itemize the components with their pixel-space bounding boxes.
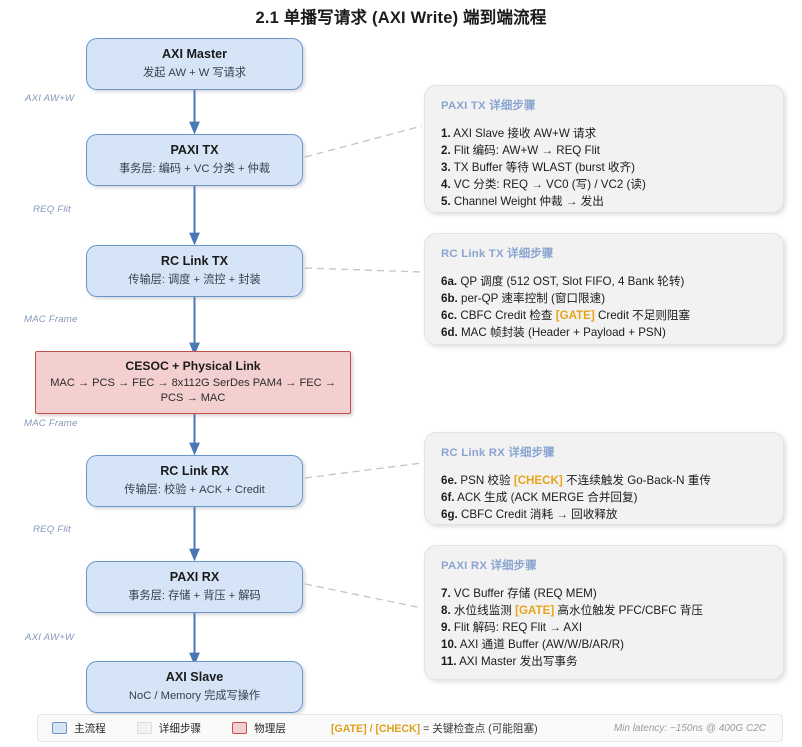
edge-label-mac-frame-1: MAC Frame bbox=[24, 314, 78, 325]
panel-step: 10. AXI 通道 Buffer (AW/W/B/AR/R) bbox=[441, 637, 624, 651]
edge-label-mac-frame-2: MAC Frame bbox=[24, 418, 78, 429]
panel-step: 6c. CBFC Credit 检查 [GATE] Credit 不足则阻塞 bbox=[441, 308, 691, 322]
leader-paxitx-detail bbox=[304, 125, 423, 158]
panel-step: 5. Channel Weight 仲裁 → 发出 bbox=[441, 194, 604, 208]
flow-node-axi-slave[interactable]: AXI Slave NoC / Memory 完成写操作 bbox=[86, 661, 303, 714]
panel-step: 3. TX Buffer 等待 WLAST (burst 收齐) bbox=[441, 160, 635, 174]
node-subtitle: 传输层: 校验 + ACK + Credit bbox=[124, 483, 265, 496]
panel-step: 6g. CBFC Credit 消耗 → 回收释放 bbox=[441, 507, 618, 521]
legend: 主流程 详细步骤 物理层 [GATE] / [CHECK] = 关键检查点 (可… bbox=[37, 714, 783, 742]
panel-title: PAXI TX 详细步骤 bbox=[441, 100, 536, 112]
panel-step: 1. AXI Slave 接收 AW+W 请求 bbox=[441, 127, 597, 140]
legend-label: 详细步骤 bbox=[158, 722, 202, 735]
edge-label-axi-aw-w-2: AXI AW+W bbox=[25, 632, 75, 643]
flow-node-rc-link-tx[interactable]: RC Link TX 传输层: 调度 + 流控 + 封装 bbox=[86, 245, 303, 298]
leader-rclinkrx-detail bbox=[304, 462, 423, 479]
node-subtitle: 发起 AW + W 写请求 bbox=[142, 66, 247, 79]
node-title: PAXI RX bbox=[169, 570, 220, 584]
gate-tag: [GATE] bbox=[555, 308, 595, 322]
detail-panel-rc-link-tx[interactable]: RC Link TX 详细步骤 6a. QP 调度 (512 OST, Slot… bbox=[424, 233, 784, 345]
node-subtitle: 传输层: 调度 + 流控 + 封装 bbox=[128, 273, 261, 286]
check-tag: [CHECK] bbox=[513, 474, 563, 487]
legend-note-tags: [GATE] / [CHECK] bbox=[330, 722, 421, 735]
node-title: CESOC + Physical Link bbox=[125, 359, 261, 373]
node-subtitle: 事务层: 存储 + 背压 + 解码 bbox=[128, 589, 261, 602]
panel-step: 7. VC Buffer 存储 (REQ MEM) bbox=[441, 587, 597, 600]
edge-label-axi-aw-w-1: AXI AW+W bbox=[25, 93, 75, 104]
detail-panel-paxi-rx[interactable]: PAXI RX 详细步骤 7. VC Buffer 存储 (REQ MEM) 8… bbox=[424, 545, 784, 680]
legend-note: [GATE] / [CHECK] = 关键检查点 (可能阻塞) bbox=[331, 721, 538, 736]
flow-node-paxi-tx[interactable]: PAXI TX 事务层: 编码 + VC 分类 + 仲裁 bbox=[86, 134, 303, 187]
page-title: 2.1 单播写请求 (AXI Write) 端到端流程 bbox=[255, 9, 547, 27]
legend-swatch-physical-icon bbox=[232, 722, 248, 734]
legend-note-text: = 关键检查点 (可能阻塞) bbox=[420, 722, 538, 735]
node-subtitle: MAC → PCS → FEC → 8x112G SerDes PAM4 → F… bbox=[50, 377, 336, 404]
panel-step: 4. VC 分类: REQ → VC0 (写) / VC2 (读) bbox=[441, 177, 646, 191]
panel-step: 9. Flit 解码: REQ Flit → AXI bbox=[441, 620, 583, 634]
edge-label-req-flit-1: REQ Flit bbox=[33, 204, 71, 215]
node-title: AXI Master bbox=[161, 47, 228, 61]
flow-node-axi-master[interactable]: AXI Master 发起 AW + W 写请求 bbox=[86, 38, 303, 91]
flow-node-paxi-rx[interactable]: PAXI RX 事务层: 存储 + 背压 + 解码 bbox=[86, 561, 303, 614]
gate-tag: [GATE] bbox=[515, 603, 555, 617]
node-title: RC Link RX bbox=[160, 464, 229, 478]
legend-item-physical-layer: 物理层 bbox=[232, 721, 286, 736]
leader-rclinktx-detail bbox=[304, 267, 423, 273]
panel-title: RC Link TX 详细步骤 bbox=[441, 248, 554, 260]
detail-panel-paxi-tx[interactable]: PAXI TX 详细步骤 1. AXI Slave 接收 AW+W 请求 2. … bbox=[424, 85, 784, 213]
node-title: RC Link TX bbox=[160, 254, 229, 268]
flow-node-cesoc-physical-link[interactable]: CESOC + Physical Link MAC → PCS → FEC → … bbox=[35, 351, 351, 415]
node-subtitle: NoC / Memory 完成写操作 bbox=[128, 689, 261, 702]
panel-title: RC Link RX 详细步骤 bbox=[441, 447, 555, 459]
panel-step: 6d. MAC 帧封装 (Header + Payload + PSN) bbox=[441, 325, 666, 339]
node-title: PAXI TX bbox=[170, 143, 219, 157]
panel-step: 2. Flit 编码: AW+W → REQ Flit bbox=[441, 143, 601, 157]
legend-label: 物理层 bbox=[254, 722, 286, 735]
panel-step: 6b. per-QP 速率控制 (窗口限速) bbox=[441, 291, 606, 305]
legend-latency: Min latency: ~150ns @ 400G C2C bbox=[613, 722, 766, 734]
legend-item-main-flow: 主流程 bbox=[52, 721, 106, 736]
panel-step: 8. 水位线监测 [GATE] 高水位触发 PFC/CBFC 背压 bbox=[441, 603, 703, 617]
panel-title: PAXI RX 详细步骤 bbox=[441, 560, 537, 572]
panel-step: 11. AXI Master 发出写事务 bbox=[441, 654, 578, 668]
node-title: AXI Slave bbox=[165, 670, 224, 684]
legend-item-detail-steps: 详细步骤 bbox=[136, 721, 202, 736]
panel-step: 6a. QP 调度 (512 OST, Slot FIFO, 4 Bank 轮转… bbox=[441, 275, 685, 288]
detail-panel-rc-link-rx[interactable]: RC Link RX 详细步骤 6e. PSN 校验 [CHECK] 不连续触发… bbox=[424, 432, 784, 525]
legend-swatch-main-icon bbox=[52, 722, 67, 734]
panel-step: 6f. ACK 生成 (ACK MERGE 合并回复) bbox=[441, 490, 638, 504]
edge-label-req-flit-2: REQ Flit bbox=[33, 524, 71, 535]
node-subtitle: 事务层: 编码 + VC 分类 + 仲裁 bbox=[118, 162, 271, 175]
legend-swatch-detail-icon bbox=[136, 722, 152, 734]
flow-node-rc-link-rx[interactable]: RC Link RX 传输层: 校验 + ACK + Credit bbox=[86, 455, 303, 508]
legend-label: 主流程 bbox=[74, 722, 106, 735]
leader-paxirx-detail bbox=[304, 583, 423, 609]
panel-step: 6e. PSN 校验 [CHECK] 不连续触发 Go-Back-N 重传 bbox=[441, 474, 711, 487]
